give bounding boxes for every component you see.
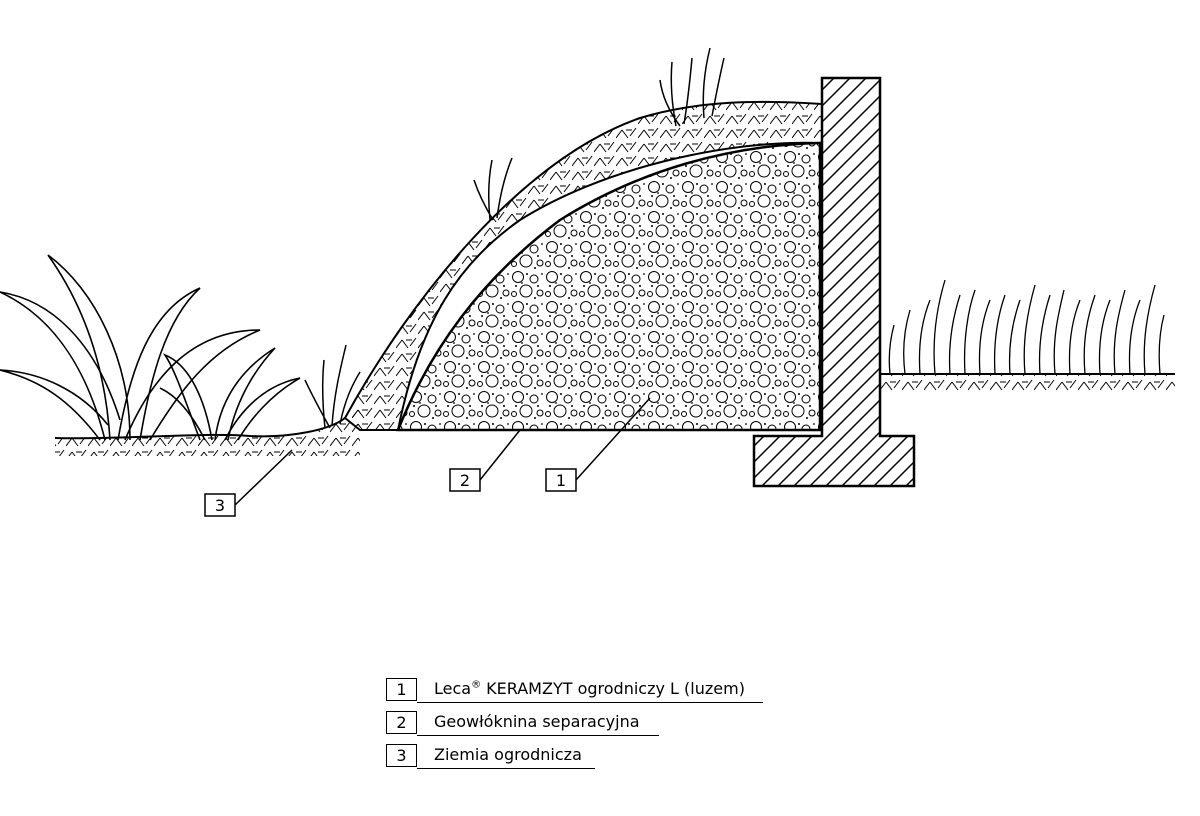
registered-mark: ® [471,679,482,691]
retaining-wall [752,76,916,488]
legend-row-2: 2 Geowłóknina separacyjna [386,711,786,744]
callout-2-number: 2 [460,471,470,490]
ground-right [880,373,1175,392]
callout-1-number: 1 [556,471,566,490]
legend-underline [417,768,595,769]
legend-number: 1 [386,678,417,701]
legend: 1 Leca® KERAMZYT ogrodniczy L (luzem) 2 … [386,678,786,777]
callout-3: 3 [204,449,293,517]
plant-left-foliage [0,254,301,441]
legend-label: Leca® KERAMZYT ogrodniczy L (luzem) [434,679,745,698]
legend-underline [417,735,659,736]
legend-label: Geowłóknina separacyjna [434,712,640,731]
callout-3-number: 3 [215,496,225,515]
meadow-right [888,279,1165,375]
legend-number: 3 [386,744,417,767]
grass-tufts [304,47,725,429]
legend-row-1: 1 Leca® KERAMZYT ogrodniczy L (luzem) [386,678,786,711]
keramzyt-fill [396,141,822,432]
legend-number: 2 [386,711,417,734]
legend-row-3: 3 Ziemia ogrodnicza [386,744,786,777]
ground-left [54,402,360,456]
cross-section-diagram: 3 2 1 [0,47,1175,517]
legend-label: Ziemia ogrodnicza [434,745,582,764]
legend-underline [417,702,763,703]
callout-2: 2 [449,429,521,492]
callout-1: 1 [545,397,651,492]
